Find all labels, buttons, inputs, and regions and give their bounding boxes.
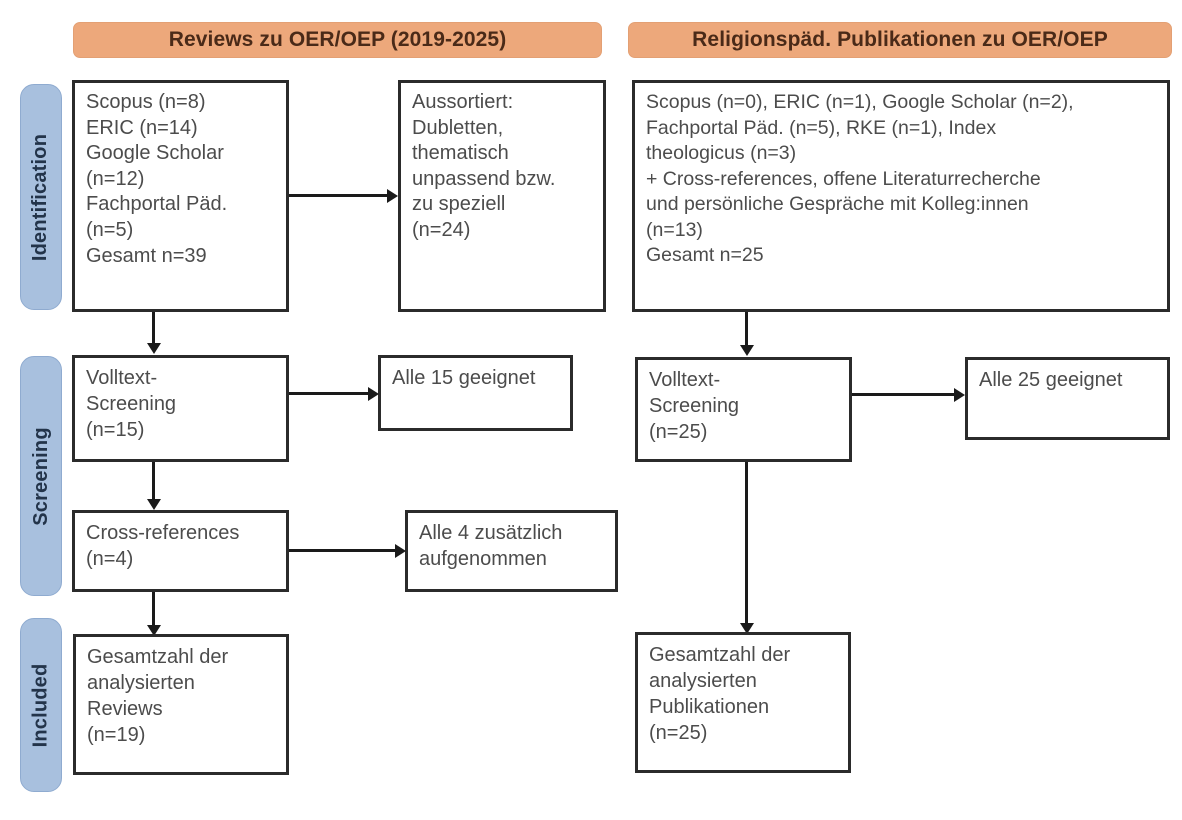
stage-pill-identification: Identification xyxy=(20,84,62,310)
arrowhead-left-crossrefs-to-result xyxy=(395,544,406,558)
connector-left-screening-to-result xyxy=(289,392,369,395)
box-right-screening-result: Alle 25 geeignet xyxy=(965,357,1170,440)
stage-pill-screening: Screening xyxy=(20,356,62,596)
connector-left-id-to-screening xyxy=(152,312,155,344)
stage-label-screening: Screening xyxy=(29,426,52,526)
box-left-screening: Volltext- Screening (n=15) xyxy=(72,355,289,462)
arrowhead-left-screening-to-crossrefs xyxy=(147,499,161,510)
arrowhead-left-screening-to-result xyxy=(368,387,379,401)
arrowhead-right-id-to-screening xyxy=(740,345,754,356)
arrowhead-left-crossrefs-to-included xyxy=(147,625,161,636)
stage-label-identification: Identification xyxy=(29,133,52,261)
box-right-identification: Scopus (n=0), ERIC (n=1), Google Scholar… xyxy=(632,80,1170,312)
column-header-right: Religionspäd. Publikationen zu OER/OEP xyxy=(628,22,1172,58)
box-left-screening-result: Alle 15 geeignet xyxy=(378,355,573,431)
connector-left-screening-to-crossrefs xyxy=(152,462,155,500)
arrowhead-left-id-to-excluded xyxy=(387,189,398,203)
stage-label-included: Included xyxy=(29,663,52,747)
box-left-excluded: Aussortiert: Dubletten, thematisch unpas… xyxy=(398,80,606,312)
connector-left-crossrefs-to-result xyxy=(289,549,396,552)
connector-left-id-to-excluded xyxy=(289,194,388,197)
connector-right-screening-to-included xyxy=(745,462,748,624)
arrowhead-left-id-to-screening xyxy=(147,343,161,354)
connector-left-crossrefs-to-included xyxy=(152,592,155,626)
box-left-identification: Scopus (n=8) ERIC (n=14) Google Scholar … xyxy=(72,80,289,312)
stage-pill-included: Included xyxy=(20,618,62,792)
connector-right-id-to-screening xyxy=(745,312,748,346)
arrowhead-right-screening-to-included xyxy=(740,623,754,634)
box-left-included: Gesamtzahl der analysierten Reviews (n=1… xyxy=(73,634,289,775)
connector-right-screening-to-result xyxy=(852,393,955,396)
arrowhead-right-screening-to-result xyxy=(954,388,965,402)
box-left-crossrefs-result: Alle 4 zusätzlich aufgenommen xyxy=(405,510,618,592)
box-right-included: Gesamtzahl der analysierten Publikatione… xyxy=(635,632,851,773)
box-left-crossrefs: Cross-references (n=4) xyxy=(72,510,289,592)
column-header-left: Reviews zu OER/OEP (2019-2025) xyxy=(73,22,602,58)
box-right-screening: Volltext- Screening (n=25) xyxy=(635,357,852,462)
